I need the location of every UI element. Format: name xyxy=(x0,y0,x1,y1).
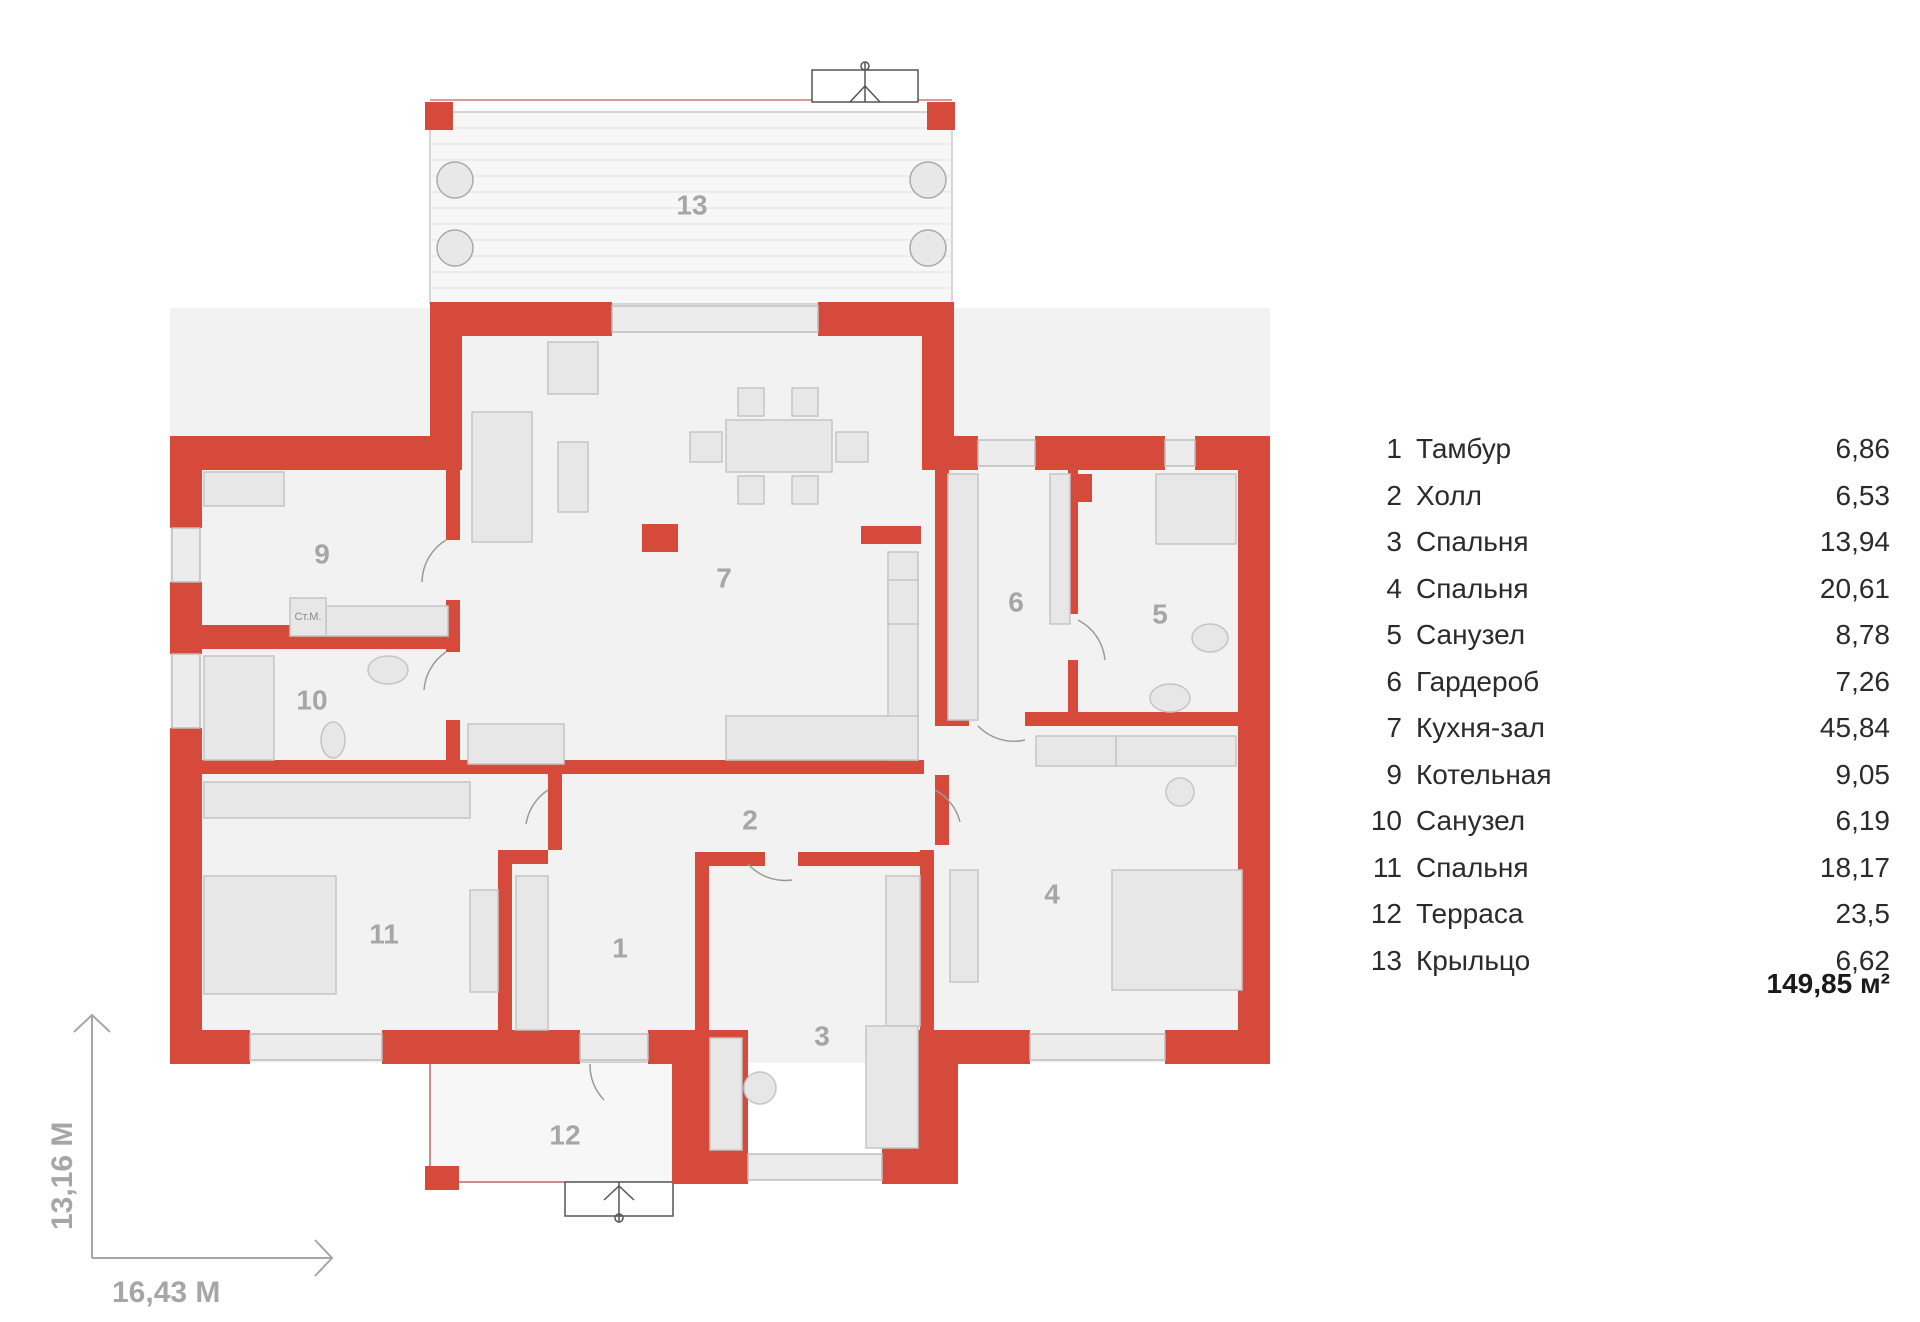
room-2-label: 2 xyxy=(742,804,758,835)
room-9-label: 9 xyxy=(314,538,330,569)
room-4-label: 4 xyxy=(1044,878,1060,909)
legend-row: 12 Терраса 23,5 xyxy=(1350,891,1890,938)
legend-row: 3 Спальня 13,94 xyxy=(1350,519,1890,566)
legend-area: 6,19 xyxy=(1835,805,1891,837)
boiler-label: Ст.М. xyxy=(294,611,321,623)
legend-row: 6 Гардероб 7,26 xyxy=(1350,659,1890,706)
legend-number: 9 xyxy=(1386,758,1402,790)
legend-number: 11 xyxy=(1372,851,1402,883)
legend-area: 9,05 xyxy=(1835,758,1891,790)
legend-row: 11 Спальня 18,17 xyxy=(1350,845,1890,892)
legend-number: 10 xyxy=(1370,805,1402,837)
legend-area: 6,62 xyxy=(1835,944,1891,976)
room-13-label: 13 xyxy=(676,189,707,220)
legend-name: Спальня xyxy=(1416,572,1529,604)
doors xyxy=(421,539,1106,1101)
legend-row: 4 Спальня 20,61 xyxy=(1350,566,1890,613)
legend-area: 45,84 xyxy=(1819,712,1890,744)
room-11-label: 11 xyxy=(369,918,399,949)
legend-name: Санузел xyxy=(1416,619,1526,651)
dimension-arrows xyxy=(73,1013,334,1277)
legend-number: 4 xyxy=(1386,572,1402,604)
legend-row: 1 Тамбур 6,86 xyxy=(1350,426,1890,473)
legend-number: 12 xyxy=(1370,898,1402,930)
legend-name: Холл xyxy=(1416,479,1482,511)
legend-name: Котельная xyxy=(1416,758,1552,790)
room-10-label: 10 xyxy=(296,684,327,715)
legend-area: 20,61 xyxy=(1819,572,1890,604)
legend-row: 5 Санузел 8,78 xyxy=(1350,612,1890,659)
terrace-12: 12 xyxy=(425,1061,676,1223)
legend-name: Гардероб xyxy=(1416,665,1540,697)
legend-area: 23,5 xyxy=(1835,898,1891,930)
legend-name: Спальня xyxy=(1416,526,1529,558)
legend-name: Кухня-зал xyxy=(1416,712,1546,744)
legend-area: 6,86 xyxy=(1835,433,1891,465)
room-6-label: 6 xyxy=(1008,586,1024,617)
total-area: 149,85 м² xyxy=(1766,968,1890,999)
legend-name: Тамбур xyxy=(1416,433,1512,465)
legend-row: 2 Холл 6,53 xyxy=(1350,473,1890,520)
legend-area: 18,17 xyxy=(1819,851,1890,883)
legend-number: 13 xyxy=(1370,944,1402,976)
dimension-width: 16,43 М xyxy=(112,1276,220,1309)
legend-name: Терраса xyxy=(1416,898,1524,930)
legend-number: 3 xyxy=(1386,526,1402,558)
legend-name: Спальня xyxy=(1416,851,1529,883)
room-3-label: 3 xyxy=(814,1020,830,1051)
legend-row: 9 Котельная 9,05 xyxy=(1350,752,1890,799)
room-5-label: 5 xyxy=(1152,598,1168,629)
legend-row: 10 Санузел 6,19 xyxy=(1350,798,1890,845)
porch-13: 13 xyxy=(425,61,955,305)
legend-number: 1 xyxy=(1386,433,1402,465)
legend-name: Санузел xyxy=(1416,805,1526,837)
dimension-height: 13,16 М xyxy=(46,1122,79,1230)
room-12-label: 12 xyxy=(549,1119,580,1150)
legend-name: Крыльцо xyxy=(1416,944,1531,976)
legend-row: 13 Крыльцо 6,62 xyxy=(1350,938,1890,985)
legend-area: 6,53 xyxy=(1835,479,1891,511)
legend-number: 2 xyxy=(1386,479,1402,511)
legend-row: 7 Кухня-зал 45,84 xyxy=(1350,705,1890,752)
windows xyxy=(171,305,1196,1181)
room-7-label: 7 xyxy=(716,562,732,593)
legend-area: 7,26 xyxy=(1835,665,1891,697)
legend-area: 13,94 xyxy=(1819,526,1890,558)
room-1-label: 1 xyxy=(612,932,628,963)
furniture xyxy=(203,341,1243,1151)
legend-area: 8,78 xyxy=(1835,619,1891,651)
floor-plan: 13 12 xyxy=(46,61,1270,1309)
legend-number: 5 xyxy=(1386,619,1402,651)
legend-number: 7 xyxy=(1386,712,1402,744)
legend-number: 6 xyxy=(1386,665,1402,697)
